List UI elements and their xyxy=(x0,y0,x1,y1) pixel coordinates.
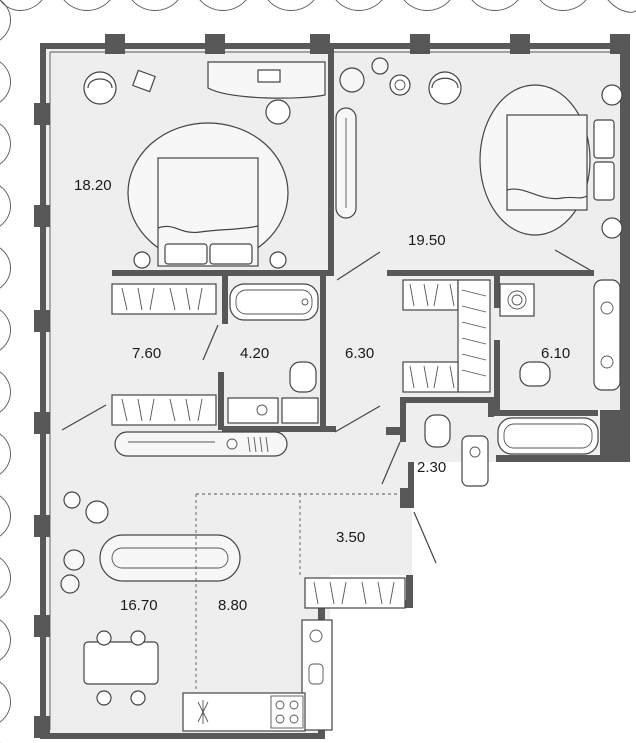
room-area-wardrobe-1: 7.60 xyxy=(132,345,161,362)
bathroom-1-fixtures xyxy=(227,283,319,424)
room-area-kitchen: 8.80 xyxy=(218,597,247,614)
room-area-hall: 6.30 xyxy=(345,345,374,362)
kitchen-furniture xyxy=(182,577,406,732)
window-lines xyxy=(49,51,620,730)
bathroom-2-fixtures xyxy=(497,279,621,455)
bedroom-2-furniture xyxy=(335,57,623,239)
room-area-bedroom-1: 18.20 xyxy=(74,177,112,194)
room-area-wc: 2.30 xyxy=(417,459,446,476)
room-area-entrance: 3.50 xyxy=(336,529,365,546)
room-area-bathroom-2: 6.10 xyxy=(541,345,570,362)
room-area-living: 16.70 xyxy=(120,597,158,614)
exterior-walls xyxy=(34,34,630,739)
room-area-bedroom-2: 19.50 xyxy=(408,232,446,249)
decorative-wave-edge xyxy=(0,0,11,743)
wardrobe-1-furniture xyxy=(61,283,219,431)
wardrobe-2-furniture xyxy=(402,279,535,393)
wc-fixtures xyxy=(381,414,489,564)
room-area-bathroom-1: 4.20 xyxy=(240,345,269,362)
living-furniture xyxy=(60,491,410,706)
bedroom-1-furniture xyxy=(83,61,326,269)
decorative-wave-top xyxy=(0,0,636,13)
hall-furniture xyxy=(114,249,591,457)
